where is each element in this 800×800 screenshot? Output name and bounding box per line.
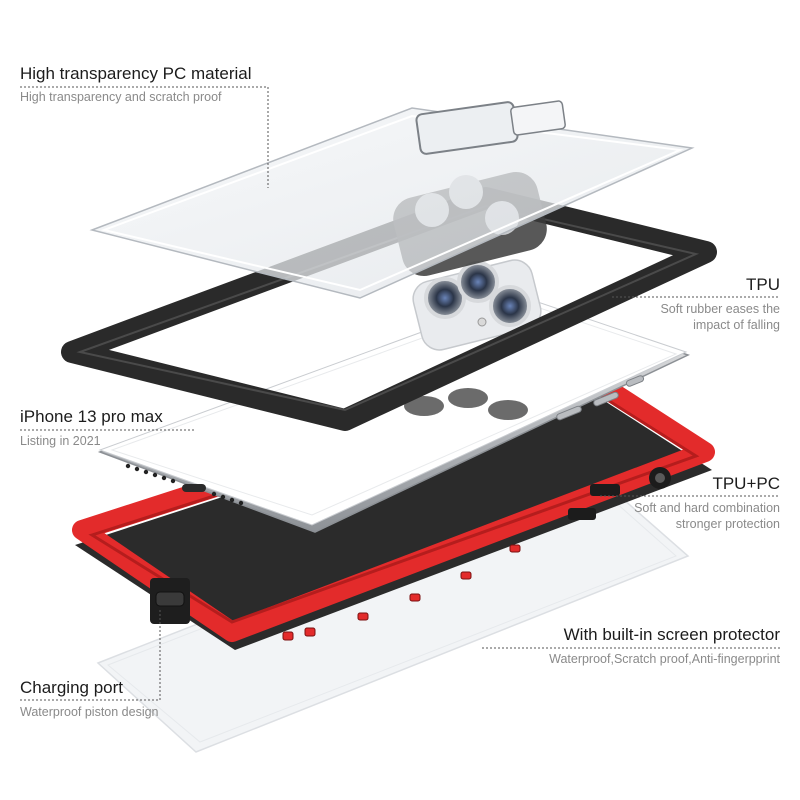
iphone-speaker-holes <box>125 463 244 506</box>
callout-title: High transparency PC material <box>20 64 252 83</box>
callout-tpu-pc: TPU+PC Soft and hard combination stronge… <box>634 474 780 532</box>
iphone-volume-buttons <box>556 375 645 421</box>
callout-subtitle-line-1: Soft and hard combination <box>634 501 780 515</box>
callout-charging-port: Charging port Waterproof piston design <box>20 678 159 720</box>
side-button-covers <box>568 467 671 520</box>
callout-subtitle: Listing in 2021 <box>20 434 101 448</box>
callout-subtitle-line-2: stronger protection <box>675 517 780 531</box>
callout-screen-protector: With built-in screen protector Waterproo… <box>549 625 780 667</box>
case-back-camera-cutout <box>404 388 528 420</box>
callout-iphone: iPhone 13 pro max Listing in 2021 <box>20 407 163 449</box>
callout-pc-material: High transparency PC material High trans… <box>20 64 251 105</box>
iphone-body <box>97 259 690 533</box>
iphone-camera-module <box>412 259 542 351</box>
callout-subtitle: Waterproof,Scratch proof,Anti-fingerppri… <box>549 652 780 666</box>
callout-tpu: TPU Soft rubber eases the impact of fall… <box>660 275 780 333</box>
callout-title: TPU+PC <box>712 474 780 493</box>
pc-back-camera-window <box>415 100 566 155</box>
frame-vent-holes <box>282 544 521 641</box>
callout-subtitle: High transparency and scratch proof <box>20 90 222 104</box>
callout-leader-lines <box>20 86 780 701</box>
callout-title: Charging port <box>20 678 124 697</box>
charging-port-piston <box>150 578 190 624</box>
clear-pc-back-panel <box>89 100 695 299</box>
callout-title: With built-in screen protector <box>563 625 780 644</box>
callout-subtitle-line-2: impact of falling <box>693 318 780 332</box>
callout-title: iPhone 13 pro max <box>20 407 163 426</box>
callout-subtitle-line-1: Soft rubber eases the <box>660 302 780 316</box>
callout-subtitle: Waterproof piston design <box>20 705 159 719</box>
callout-title: TPU <box>746 275 780 294</box>
